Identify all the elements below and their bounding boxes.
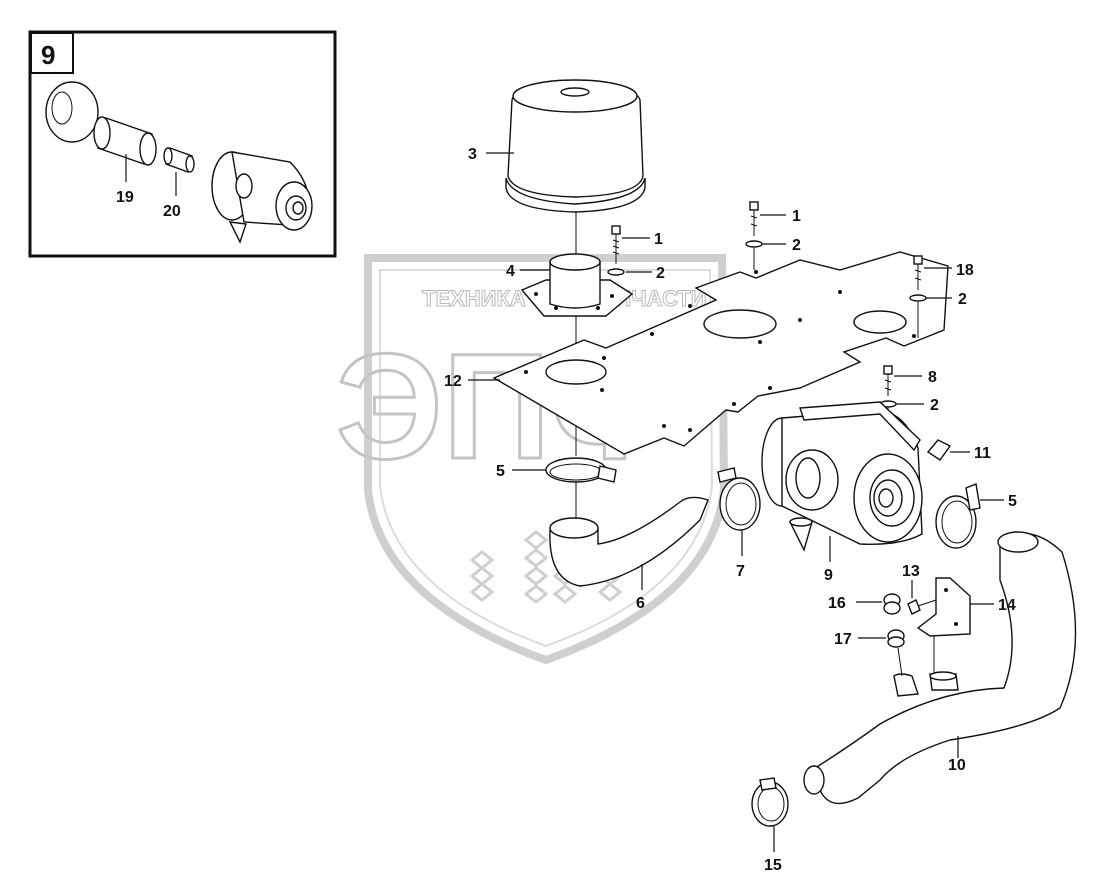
bolt-8 bbox=[883, 365, 893, 396]
washer-adapter bbox=[607, 268, 625, 276]
callout-1-right: 1 bbox=[792, 208, 801, 225]
callout-9: 9 bbox=[824, 567, 833, 584]
callout-16: 16 bbox=[828, 595, 846, 612]
inset-filter-housing bbox=[211, 151, 313, 244]
bolt-adapter bbox=[611, 225, 621, 264]
callout-10: 10 bbox=[948, 757, 966, 774]
inset-safety-filter-element bbox=[163, 147, 195, 173]
restriction-indicator bbox=[926, 439, 952, 461]
elbow-hose bbox=[549, 496, 709, 587]
callout-1-left: 1 bbox=[654, 231, 663, 248]
callout-2-far-right: 2 bbox=[958, 291, 967, 308]
watermark: ТЕХНИКА ЗАПЧАСТИ ЭПФ bbox=[335, 254, 729, 665]
hose-clamp-right bbox=[935, 483, 981, 549]
bolt-18 bbox=[913, 255, 923, 290]
inset-panel: 9 19 20 bbox=[28, 30, 337, 258]
callout-5-left: 5 bbox=[496, 463, 505, 480]
hose-clamp-7 bbox=[717, 467, 761, 531]
inset-end-cover bbox=[45, 81, 99, 143]
callout-2-lower: 2 bbox=[930, 397, 939, 414]
callout-2-right: 2 bbox=[792, 237, 801, 254]
inset-number: 9 bbox=[41, 40, 55, 70]
bolt-plate-top bbox=[749, 201, 759, 236]
watermark-line1: ТЕХНИКА bbox=[422, 286, 526, 311]
callout-5-right: 5 bbox=[1008, 493, 1017, 510]
callout-6: 6 bbox=[636, 595, 645, 612]
mounting-bracket bbox=[916, 577, 971, 674]
callout-17: 17 bbox=[834, 631, 852, 648]
callout-15: 15 bbox=[764, 857, 782, 874]
bolt-13 bbox=[907, 599, 937, 615]
inset-primary-filter-element bbox=[93, 116, 157, 166]
callout-12: 12 bbox=[444, 373, 462, 390]
washer-plate-top bbox=[745, 240, 763, 248]
intake-hose bbox=[803, 531, 1077, 805]
callout-4: 4 bbox=[506, 263, 515, 280]
fitting-17 bbox=[887, 629, 905, 677]
callout-11: 11 bbox=[974, 445, 991, 462]
fitting-16 bbox=[883, 593, 901, 615]
callout-14: 14 bbox=[998, 597, 1016, 614]
precleaner-cover bbox=[505, 79, 646, 213]
callout-7: 7 bbox=[736, 563, 745, 580]
callout-18: 18 bbox=[956, 262, 974, 279]
callout-2-left: 2 bbox=[656, 265, 665, 282]
callout-8: 8 bbox=[928, 369, 937, 386]
callout-19: 19 bbox=[116, 189, 134, 206]
washer-18 bbox=[909, 294, 927, 302]
callout-13: 13 bbox=[902, 563, 920, 580]
hose-clamp-15 bbox=[751, 777, 789, 827]
callout-3: 3 bbox=[468, 146, 477, 163]
callout-20: 20 bbox=[163, 203, 181, 220]
mounting-plate bbox=[492, 251, 949, 455]
inlet-adapter bbox=[520, 253, 634, 317]
air-filter-housing bbox=[761, 401, 923, 552]
hose-clamp-upper bbox=[545, 457, 617, 483]
